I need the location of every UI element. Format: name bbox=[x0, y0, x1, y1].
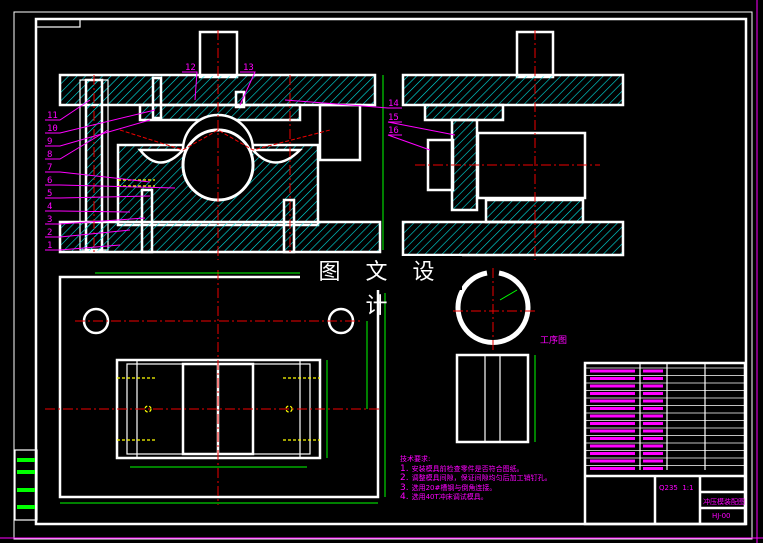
lower-die-plate bbox=[58, 220, 382, 254]
material-value: Q235 1:1 bbox=[659, 484, 694, 492]
drawing-name: 冲压模装配图 bbox=[703, 498, 745, 506]
requirement-item: 4.选用40T冲床调试模具。 bbox=[400, 492, 552, 503]
part-number: 8 bbox=[47, 150, 52, 160]
part-number: 14 bbox=[388, 99, 399, 109]
screw bbox=[151, 76, 163, 120]
front-view bbox=[58, 30, 384, 260]
process-drawing bbox=[453, 268, 536, 444]
part-number: 4 bbox=[47, 202, 52, 212]
part-number: 10 bbox=[47, 124, 58, 134]
part-number: 1 bbox=[47, 241, 52, 251]
base-plate bbox=[58, 275, 380, 499]
part-number: 9 bbox=[47, 137, 52, 147]
leader-lines bbox=[45, 71, 456, 251]
plan-view bbox=[45, 270, 386, 505]
technical-requirements: 技术要求: 1.安装模具前检查零件是否符合图纸。2.调整模具间隙，保证间隙均匀后… bbox=[400, 455, 552, 503]
revision-table bbox=[14, 449, 38, 521]
pin bbox=[234, 90, 246, 109]
requirement-text: 选用20#槽钢与倒角连接。 bbox=[411, 483, 497, 492]
guide-sleeve bbox=[318, 103, 362, 162]
lower-die-plate-side bbox=[401, 220, 625, 257]
requirement-text: 选用40T冲床调试模具。 bbox=[411, 493, 488, 501]
side-view bbox=[401, 30, 625, 260]
requirement-text: 调整模具间隙，保证间隙均匀后加工销钉孔。 bbox=[411, 474, 552, 482]
ejector-pin bbox=[282, 198, 296, 254]
requirements-title: 技术要求: bbox=[400, 455, 431, 463]
drawing-number: HJ-00 bbox=[712, 512, 731, 520]
part-number: 3 bbox=[47, 215, 52, 225]
part-number: 12 bbox=[185, 63, 196, 73]
part-number: 2 bbox=[47, 228, 52, 238]
part-number-labels: 工序图 11 10 9 8 7 6 5 4 3 2 1 12 13 14 15 16 bbox=[47, 63, 567, 346]
requirement-item: 3.选用20#槽钢与倒角连接。 bbox=[400, 482, 552, 494]
part-number: 6 bbox=[47, 176, 52, 186]
title-block bbox=[583, 361, 747, 526]
part-number: 13 bbox=[243, 63, 254, 73]
part-number: 5 bbox=[47, 189, 52, 199]
scale: 1:1 bbox=[682, 484, 694, 492]
part-number: 16 bbox=[388, 126, 399, 136]
process-label: 工序图 bbox=[540, 334, 567, 346]
watermark: 图 文 设 计 bbox=[300, 256, 462, 319]
part-number: 15 bbox=[388, 113, 399, 123]
upper-die-plate-side bbox=[401, 73, 625, 107]
requirement-text: 安装模具前检查零件是否符合图纸。 bbox=[411, 464, 524, 473]
requirement-number: 3. bbox=[400, 482, 409, 493]
requirement-number: 2. bbox=[400, 473, 409, 483]
requirement-number: 4. bbox=[400, 492, 409, 502]
part-number: 11 bbox=[47, 111, 58, 121]
requirement-number: 1. bbox=[400, 463, 409, 474]
part-number: 7 bbox=[47, 163, 52, 173]
ejector-pin bbox=[140, 188, 154, 254]
material: Q235 bbox=[659, 484, 678, 492]
requirement-item: 1.安装模具前检查零件是否符合图纸。 bbox=[400, 463, 552, 475]
requirement-item: 2.调整模具间隙，保证间隙均匀后加工销钉孔。 bbox=[400, 473, 552, 484]
